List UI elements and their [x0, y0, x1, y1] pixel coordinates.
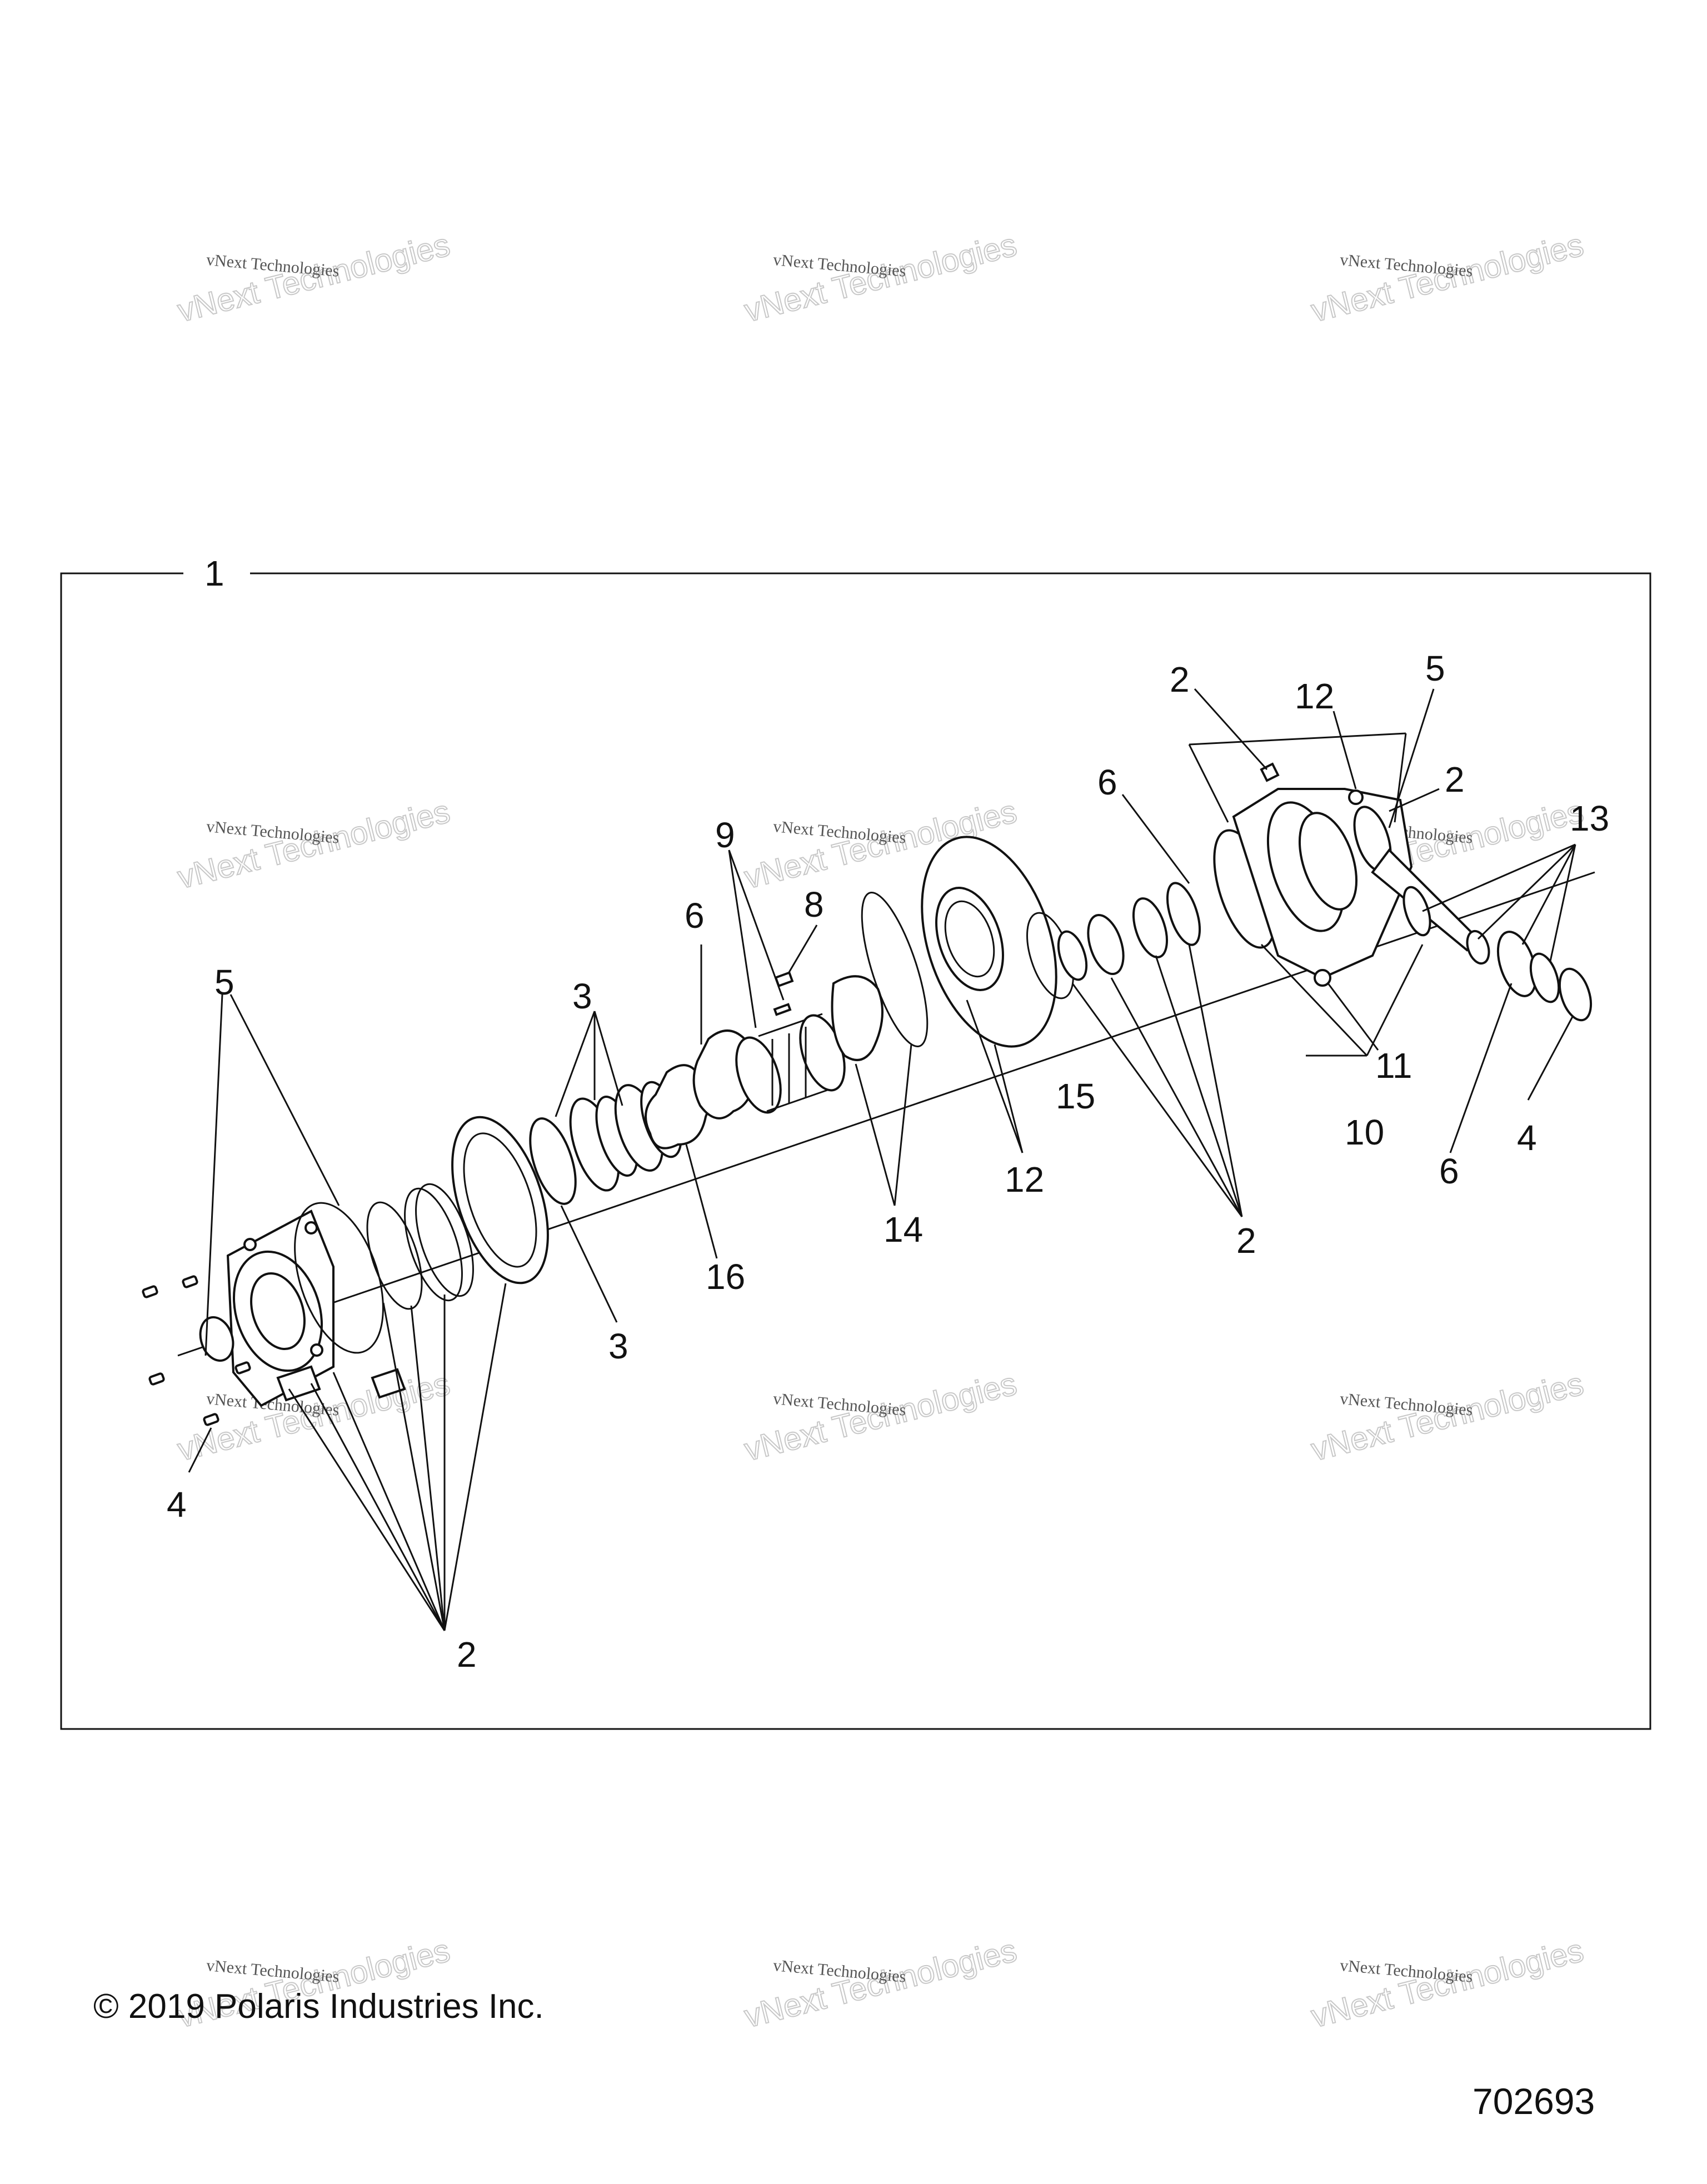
watermark: vNext Technologies vNext Technologies	[740, 1365, 1021, 1468]
watermark: vNext Technologies vNext Technologies	[1307, 1932, 1588, 2035]
callout-labels: 5 4 2 3 3 16 6 9 8 14 12 15 2 6 2 12 5 2…	[167, 648, 1609, 1675]
callout-9: 9	[715, 815, 735, 855]
callout-14: 14	[884, 1210, 923, 1250]
callout-10: 10	[1345, 1112, 1384, 1152]
callout-4: 4	[167, 1485, 187, 1525]
callout-16: 16	[706, 1257, 745, 1297]
assembly-frame: 1	[60, 553, 1651, 1730]
watermark: vNext Technologies vNext Technologies	[1307, 226, 1588, 329]
large-plate	[451, 1116, 549, 1285]
armature-ring	[861, 892, 929, 1047]
large-plate-inner	[463, 1132, 537, 1268]
callout-2: 2	[1445, 759, 1465, 799]
callout-15: 15	[1056, 1076, 1095, 1116]
right-housing	[1213, 762, 1413, 987]
callout-8: 8	[804, 884, 824, 924]
roller-cage	[735, 1013, 846, 1114]
ring-gear	[921, 836, 1057, 1048]
callout-5: 5	[214, 962, 234, 1002]
small-pin	[773, 1003, 792, 1016]
callout-13: 13	[1570, 798, 1609, 838]
callout-11: 11	[1375, 1046, 1412, 1086]
watermark: vNext Technologies vNext Technologies	[740, 226, 1021, 329]
left-bolts	[142, 1275, 251, 1426]
watermark: vNext Technologies vNext Technologies	[740, 1932, 1021, 2035]
callout-12: 12	[1005, 1160, 1044, 1200]
watermark: vNext Technologies vNext Technologies	[173, 226, 454, 329]
right-bearings	[1057, 882, 1201, 981]
callout-6: 6	[1097, 762, 1117, 802]
left-o-ring	[294, 1202, 384, 1354]
pinion-shaft	[1371, 848, 1593, 1022]
callout-6: 6	[1439, 1151, 1459, 1191]
callout-4: 4	[1517, 1118, 1537, 1158]
callout-2: 2	[1236, 1221, 1256, 1261]
armature-plate	[831, 975, 884, 1061]
callout-5: 5	[1425, 648, 1445, 688]
watermark: vNext Technologies vNext Technologies	[173, 793, 454, 896]
callout-6: 6	[685, 896, 705, 936]
callout-2: 2	[1170, 659, 1190, 699]
callout-2: 2	[457, 1635, 477, 1675]
copyright-text: © 2019 Polaris Industries Inc.	[93, 1987, 544, 2026]
watermark: vNext Technologies vNext Technologies	[1307, 1365, 1588, 1468]
callout-1: 1	[204, 553, 224, 593]
callout-3: 3	[572, 976, 592, 1016]
diagram-number: 702693	[1473, 2081, 1595, 2122]
callout-12: 12	[1295, 676, 1334, 716]
leader-lines	[188, 688, 1576, 1631]
left-shims	[366, 1183, 474, 1310]
callout-3: 3	[608, 1326, 628, 1366]
